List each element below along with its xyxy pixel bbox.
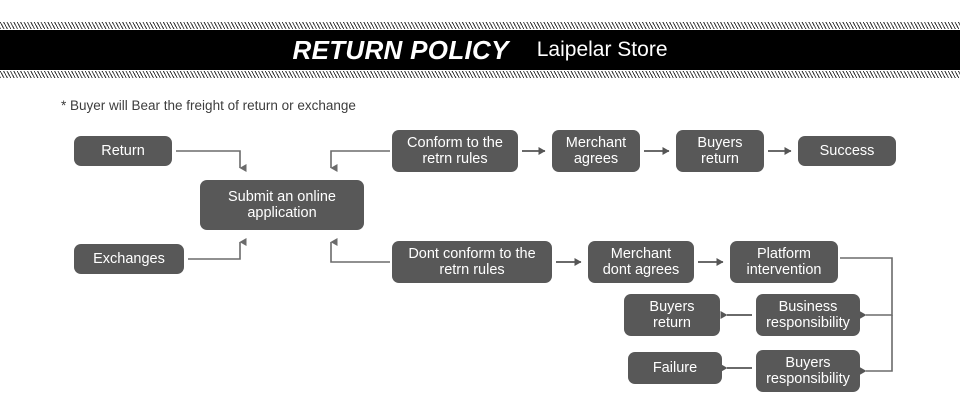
node-exchanges[interactable]: Exchanges [74, 244, 184, 274]
node-dont-conform-rules[interactable]: Dont conform to the retrn rules [392, 241, 552, 283]
edge-platform-to-buyers-resp [859, 315, 893, 375]
node-conform-rules[interactable]: Conform to the retrn rules [392, 130, 518, 172]
edge-conform-to-submit [330, 150, 390, 172]
header-banner: RETURN POLICY Laipelar Store [0, 22, 960, 78]
node-submit-application[interactable]: Submit an online application [200, 180, 364, 230]
header-black-bar: RETURN POLICY Laipelar Store [0, 30, 960, 70]
edge-exchanges-to-submit [188, 238, 247, 260]
node-failure[interactable]: Failure [628, 352, 722, 384]
store-name: Laipelar Store [536, 38, 668, 61]
hatch-stripe-top-icon [0, 22, 960, 29]
node-merchant-agrees[interactable]: Merchant agrees [552, 130, 640, 172]
node-success[interactable]: Success [798, 136, 896, 166]
hatch-stripe-bottom-icon [0, 71, 960, 78]
node-buyers-return-bottom[interactable]: Buyers return [624, 294, 720, 336]
page-title: RETURN POLICY [292, 34, 509, 65]
node-buyers-responsibility[interactable]: Buyers responsibility [756, 350, 860, 392]
node-platform-intervention[interactable]: Platform intervention [730, 241, 838, 283]
freight-note: * Buyer will Bear the freight of return … [61, 98, 356, 113]
edge-dontconform-to-submit [330, 238, 390, 263]
node-buyers-return-top[interactable]: Buyers return [676, 130, 764, 172]
node-business-responsibility[interactable]: Business responsibility [756, 294, 860, 336]
node-return[interactable]: Return [74, 136, 172, 166]
edge-return-to-submit [176, 150, 247, 172]
node-merchant-dont-agrees[interactable]: Merchant dont agrees [588, 241, 694, 283]
